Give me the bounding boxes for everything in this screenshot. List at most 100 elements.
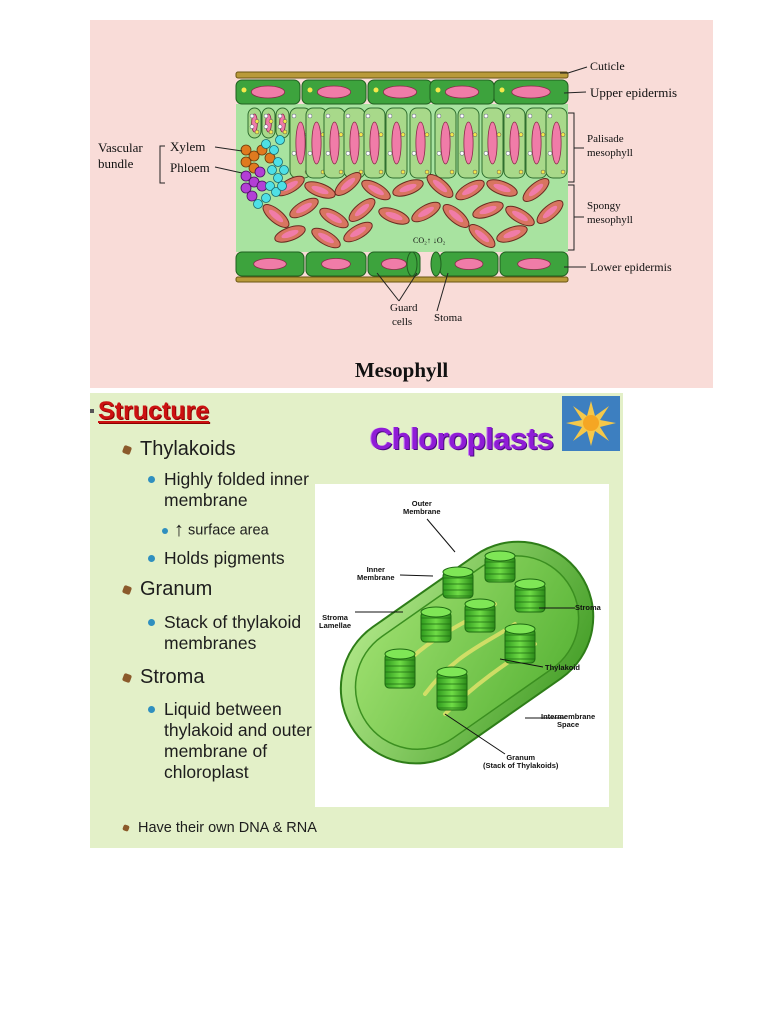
phloem-cell: [246, 190, 258, 202]
palisade-chloroplast: [483, 151, 489, 156]
palisade-chloroplast: [540, 169, 546, 175]
cuticle-label: Cuticle: [590, 59, 625, 73]
palisade-chloroplast: [400, 132, 406, 137]
spongy-nucleus: [479, 205, 497, 215]
guard-cell: [406, 251, 418, 277]
palisade-chloroplast: [268, 119, 274, 124]
palisade-chloroplast: [459, 151, 465, 156]
bundle-sheath-cell: [267, 165, 277, 175]
xylem-label: Xylem: [170, 139, 206, 154]
bullet-blue-dot-icon: [162, 527, 168, 534]
spongy-nucleus: [318, 232, 334, 244]
guard-cells-label-line2: cells: [392, 316, 413, 328]
palisade-chloroplast: [560, 169, 566, 175]
bullet-blue-dot-icon: [148, 555, 155, 562]
spongy-label-line2: mesophyll: [587, 214, 633, 226]
chloroplasts-heading: Chloroplasts: [370, 421, 554, 456]
palisade-nucleus: [463, 121, 474, 165]
palisade-chloroplast: [387, 151, 393, 156]
palisade-nucleus: [531, 121, 542, 165]
palisade-chloroplast: [325, 151, 331, 156]
palisade-chloroplast: [547, 113, 553, 119]
palisade-nucleus: [391, 121, 402, 165]
vascular-label-line2: bundle: [98, 156, 134, 171]
slide-title: Structure: [98, 397, 210, 425]
bullet-blue-dot-icon: [148, 706, 155, 713]
palisade-chloroplast: [268, 129, 274, 135]
bullet-holds-pigments: Holds pigments: [148, 548, 285, 569]
granum-top: [464, 598, 496, 610]
chloroplast-dot: [373, 87, 379, 93]
xylem-cell: [240, 156, 252, 168]
palisade-chloroplast: [307, 113, 313, 119]
palisade-chloroplast: [249, 124, 255, 129]
palisade-chloroplast: [472, 132, 478, 137]
bundle-sheath-cell: [279, 165, 289, 175]
palisade-chloroplast: [345, 151, 351, 156]
palisade-chloroplast: [365, 151, 371, 156]
palisade-chloroplast: [424, 169, 430, 175]
xylem-cell: [264, 152, 276, 164]
palisade-chloroplast: [345, 113, 351, 119]
palisade-chloroplast: [387, 113, 393, 119]
spongy-nucleus: [385, 211, 403, 221]
spongy-nucleus: [503, 229, 521, 239]
palisade-label-line1: Palisade: [587, 133, 624, 145]
palisade-nucleus: [329, 121, 340, 165]
palisade-chloroplast: [483, 113, 489, 119]
lower-epidermis-nucleus: [517, 258, 551, 270]
epidermis-nucleus: [250, 85, 286, 99]
spongy-nucleus: [542, 205, 558, 219]
palisade-chloroplast: [449, 169, 455, 175]
bullet-blue-dot-icon: [148, 619, 155, 626]
palisade-chloroplast: [378, 169, 384, 175]
spongy-nucleus: [296, 202, 312, 214]
palisade-chloroplast: [527, 151, 533, 156]
leaf-cross-section-diagram: [159, 66, 588, 312]
spongy-nucleus: [399, 183, 417, 193]
bullet-thylakoids: Thylakoids: [121, 438, 236, 461]
lower-epidermis-nucleus: [253, 258, 287, 270]
phloem-label: Phloem: [170, 160, 210, 175]
spongy-nucleus: [340, 177, 356, 191]
palisade-chloroplast: [547, 151, 553, 156]
bullet-brown-icon: [121, 444, 133, 455]
palisade-chloroplast: [505, 151, 511, 156]
palisade-chloroplast: [291, 151, 297, 156]
granum-top: [436, 666, 468, 678]
palisade-label-line2: mesophyll: [587, 147, 633, 159]
bullet-granum: Granum: [121, 578, 212, 601]
bundle-sheath-cell: [265, 181, 275, 191]
palisade-chloroplast: [436, 113, 442, 119]
spongy-nucleus: [512, 210, 528, 222]
granum-top: [504, 623, 536, 635]
granum-top: [484, 550, 516, 562]
palisade-chloroplast: [282, 129, 288, 135]
spongy-nucleus: [493, 183, 511, 193]
palisade-nucleus: [349, 121, 360, 165]
phloem-cell: [240, 170, 252, 182]
granum-top: [384, 648, 416, 660]
palisade-chloroplast: [411, 113, 417, 119]
chloroplast-slide: Structure Chloroplasts Thylakoids Highly…: [90, 393, 623, 848]
spongy-nucleus: [448, 209, 464, 223]
guard-cell: [430, 251, 442, 277]
palisade-chloroplast: [249, 113, 255, 119]
palisade-chloroplast: [518, 169, 524, 175]
lower-epidermis-nucleus: [454, 258, 484, 270]
lower-epidermis-label: Lower epidermis: [590, 260, 672, 274]
palisade-chloroplast: [254, 119, 260, 124]
mesophyll-panel: Cuticle Upper epidermis Palisade mesophy…: [90, 20, 713, 388]
palisade-chloroplast: [496, 132, 502, 137]
palisade-chloroplast: [411, 151, 417, 156]
palisade-chloroplast: [338, 169, 344, 175]
epidermis-nucleus: [382, 85, 418, 99]
epidermis-nucleus: [511, 85, 551, 99]
palisade-chloroplast: [424, 132, 430, 137]
palisade-chloroplast: [560, 132, 566, 137]
bullet-brown-icon: [121, 672, 133, 683]
palisade-nucleus: [440, 121, 451, 165]
palisade-chloroplast: [282, 119, 288, 124]
spongy-nucleus: [418, 206, 434, 218]
